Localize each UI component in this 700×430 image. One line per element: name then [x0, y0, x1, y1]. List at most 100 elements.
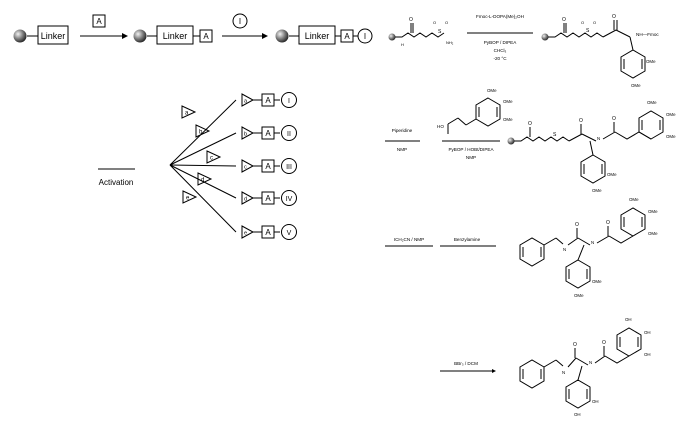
product-IV: d A IV	[241, 190, 297, 206]
a-label-3: A	[344, 32, 350, 41]
activation-label: Activation	[99, 178, 134, 187]
atom-o-14: O	[602, 340, 606, 346]
fan-tag-label-b: b	[199, 130, 203, 136]
reaction-step-4: BBr₃ / DCM N O N O OH OH OH OH OH	[440, 317, 651, 417]
step1-reagent-bot2: -20 °C	[493, 56, 507, 61]
reagent-i-circle	[232, 13, 248, 29]
step2-left-bot: NMP	[397, 147, 407, 152]
reaction-step-3: ICH₂CN / NMP Benzylamine N O N O OMe OMe…	[385, 197, 658, 298]
linker-label-2: Linker	[163, 31, 188, 41]
linker-label-1: Linker	[41, 31, 66, 41]
product-tag-a: a	[244, 99, 248, 105]
reagent-i-label: I	[239, 17, 241, 26]
fan-tag-b: b	[195, 124, 211, 138]
atom-o-5: O	[581, 20, 584, 25]
fan-tag-e: e	[182, 190, 198, 204]
ome-1: OMe	[646, 59, 656, 64]
atom-o-10: O	[612, 116, 616, 122]
ome-4: OMe	[503, 99, 513, 104]
product-roman-III: III	[286, 164, 292, 171]
atom-n-3: N	[591, 240, 594, 245]
step2-right-bot2: NMP	[466, 155, 476, 160]
fan-tag-c: c	[206, 150, 222, 164]
ome-3: OMe	[487, 88, 497, 93]
oh-5: OH	[574, 412, 581, 417]
ome-9: OMe	[607, 172, 617, 177]
atom-o-13: O	[573, 342, 577, 348]
fan-tag-label-c: c	[210, 156, 213, 162]
i-label-3: I	[364, 32, 366, 41]
resin-bead-r2	[541, 33, 549, 41]
ome-14: OMe	[592, 279, 602, 284]
atom-o-1: O	[409, 17, 413, 23]
step2-left-top: Piperidine	[392, 128, 413, 133]
ome-13: OMe	[648, 231, 658, 236]
atom-o-3: O	[445, 20, 448, 25]
step2-right-bot1: PyBOP / HOBt/DIPEA	[448, 147, 494, 152]
atom-o-6: O	[593, 20, 596, 25]
ome-10: OMe	[592, 188, 602, 193]
ome-15: OMe	[574, 293, 584, 298]
atom-o-2: O	[433, 20, 436, 25]
product-a-IV: A	[265, 194, 271, 203]
reagent-a-label: A	[96, 17, 102, 26]
reagent-a-box	[92, 14, 106, 28]
linker-box-3	[298, 25, 336, 45]
ome-6: OMe	[647, 100, 657, 105]
atom-h-1: H	[401, 42, 404, 47]
product-a-I: A	[265, 96, 271, 105]
fmoc-label: NH—Fmoc	[636, 32, 659, 37]
atom-o-7: O	[612, 14, 616, 20]
atom-n-5: N	[589, 360, 592, 365]
ome-7: OMe	[666, 112, 676, 117]
step3-left: ICH₂CN / NMP	[394, 237, 424, 242]
atom-s-3: S	[553, 132, 557, 138]
step3-right: Benzylamine	[454, 237, 481, 242]
product-tag-d: d	[244, 197, 247, 203]
ome-11: OMe	[629, 197, 639, 202]
fan-tag-label-e: e	[186, 196, 190, 202]
atom-n-1: N	[597, 136, 600, 141]
reaction-step-1: H O S O O NH₂ Fmoc-L-DOPA(Me)₂OH PyBOP /…	[388, 14, 659, 88]
step1-reagent-mid: PyBOP / DIPEA	[484, 40, 518, 45]
step1-reagent-bot1: CHCl₃	[494, 48, 507, 53]
product-roman-V: V	[287, 230, 292, 237]
product-II: b A II	[241, 125, 297, 141]
resin-bead-3	[275, 29, 289, 43]
oh-1: OH	[625, 317, 632, 322]
fan-tag-label-a: a	[185, 111, 189, 117]
step4-reagent: BBr₃ / DCM	[454, 361, 478, 366]
atom-o-11: O	[575, 222, 579, 228]
product-roman-IV: IV	[286, 196, 293, 203]
ome-2: OMe	[631, 83, 641, 88]
atom-o-4: O	[562, 17, 566, 23]
resin-bead-r3	[507, 137, 515, 145]
acid-label: HO	[437, 124, 444, 129]
product-a-II: A	[265, 129, 271, 138]
atom-o-12: O	[606, 220, 610, 226]
product-tag-b: b	[244, 132, 247, 138]
resin-bead-r1	[388, 33, 396, 41]
fan-tag-a: a	[181, 105, 197, 119]
product-roman-II: II	[287, 131, 291, 138]
ome-12: OMe	[648, 209, 658, 214]
atom-o-8: O	[528, 121, 532, 127]
amine-label: NH₂	[446, 40, 454, 45]
product-tag-c: c	[244, 165, 247, 171]
resin-bead-2	[133, 29, 147, 43]
atom-s-2: S	[586, 28, 590, 34]
oh-3: OH	[644, 352, 651, 357]
resin-linker-row: Linker A Linker A I Linker A I	[13, 13, 373, 45]
step1-reagent-top: Fmoc-L-DOPA(Me)₂OH	[476, 14, 524, 19]
ome-8: OMe	[666, 134, 676, 139]
a-box-2	[199, 29, 213, 43]
atom-s-1: S	[438, 29, 442, 35]
atom-n-4: N	[562, 370, 565, 375]
ome-5: OMe	[503, 117, 513, 122]
product-tag-e: e	[244, 231, 247, 237]
atom-o-9: O	[579, 118, 583, 124]
